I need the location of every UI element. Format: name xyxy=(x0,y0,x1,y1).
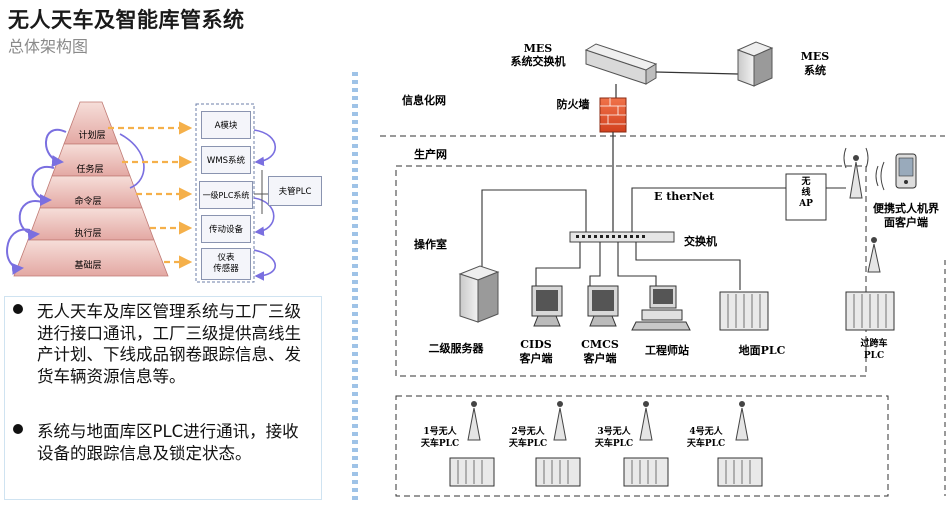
module-box: 传动设备 xyxy=(201,215,251,243)
antenna-icon xyxy=(843,147,885,199)
crane-plc-unit-4 xyxy=(717,401,763,487)
level2-server-label: 二级服务器 xyxy=(428,342,484,355)
firewall-icon xyxy=(599,97,627,133)
pyramid-diagram xyxy=(6,101,276,283)
portable-client-label: 便携式人机界 面客户端 xyxy=(873,202,939,229)
side-module-box: 夫管PLC xyxy=(268,176,322,206)
central-switch-icon xyxy=(569,231,675,243)
ground-plc-rack-icon xyxy=(719,291,769,331)
bullet-dot xyxy=(13,304,23,314)
cids-monitor-icon xyxy=(531,285,563,327)
crane-plc-label: 3号无人 天车PLC xyxy=(594,427,634,449)
crane-plc-label: 2号无人 天车PLC xyxy=(508,427,548,449)
crane-plc-label: 4号无人 天车PLC xyxy=(686,427,726,449)
bullet-text: 系统与地面库区PLC进行通讯，接收设备的跟踪信息及锁定状态。 xyxy=(37,422,299,463)
module-box: WMS系统 xyxy=(201,146,251,174)
wireless-ap-box xyxy=(785,173,827,221)
bullet-item: 无人天车及库区管理系统与工厂三级进行接口通讯，工厂三级提供高线生产计划、下线成品… xyxy=(13,301,313,409)
pyramid-layer-label: 执行层 xyxy=(74,229,102,239)
pyramid-layer-label: 基础层 xyxy=(74,261,102,271)
module-box: 一级PLC系统 xyxy=(199,181,253,209)
bullet-text: 无人天车及库区管理系统与工厂三级进行接口通讯，工厂三级提供高线生产计划、下线成品… xyxy=(37,302,301,386)
vertical-divider xyxy=(352,72,358,502)
network-diagram xyxy=(380,41,946,497)
transfer-antenna-icon xyxy=(867,237,881,273)
portable-device-icon xyxy=(895,153,917,189)
switch-label: 交换机 xyxy=(684,235,717,248)
pyramid-layer-label: 计划层 xyxy=(78,131,106,141)
module-box: A模块 xyxy=(201,111,251,139)
pyramid-layer-label: 命令层 xyxy=(74,197,102,207)
crane-plc-label: 1号无人 天车PLC xyxy=(420,427,460,449)
cmcs-client-label: CMCS 客户端 xyxy=(581,338,619,365)
bullet-dot xyxy=(13,424,23,434)
pyramid-layer-label: 任务层 xyxy=(76,165,104,175)
mes-server-icon xyxy=(736,41,774,87)
wireless-ap-label: 无 线 AP xyxy=(799,177,813,209)
control-room-label: 操作室 xyxy=(414,238,447,251)
page-title: 无人天车及智能库管系统 xyxy=(8,8,245,32)
bullet-item: 系统与地面库区PLC进行通讯，接收设备的跟踪信息及锁定状态。 xyxy=(13,421,313,491)
info-net-label: 信息化网 xyxy=(402,94,446,107)
mes-switch-label: MES 系统交换机 xyxy=(510,42,566,68)
crane-plc-unit-3 xyxy=(623,401,669,487)
crane-plc-unit-1 xyxy=(449,401,495,487)
page-subtitle: 总体架构图 xyxy=(8,37,89,56)
mes-system-label: MES 系统 xyxy=(800,50,830,77)
crane-plc-unit-2 xyxy=(535,401,581,487)
ground-plc-label: 地面PLC xyxy=(738,344,786,357)
description-box: 无人天车及库区管理系统与工厂三级进行接口通讯，工厂三级提供高线生产计划、下线成品… xyxy=(4,296,322,500)
transfer-plc-rack-icon xyxy=(845,291,895,331)
mes-switch-icon xyxy=(584,43,658,85)
level2-server-icon xyxy=(458,265,500,323)
transfer-plc-label: 过跨车 PLC xyxy=(860,339,888,361)
cmcs-monitor-icon xyxy=(587,285,619,327)
module-box: 仪表 传感器 xyxy=(201,248,251,280)
production-net-label: 生产网 xyxy=(414,148,447,161)
ethernet-label: E therNet xyxy=(654,190,715,203)
engineer-workstation-icon xyxy=(631,285,691,331)
firewall-label: 防火墙 xyxy=(556,98,590,111)
engineer-station-label: 工程师站 xyxy=(645,344,689,357)
cids-client-label: CIDS 客户端 xyxy=(519,338,553,365)
